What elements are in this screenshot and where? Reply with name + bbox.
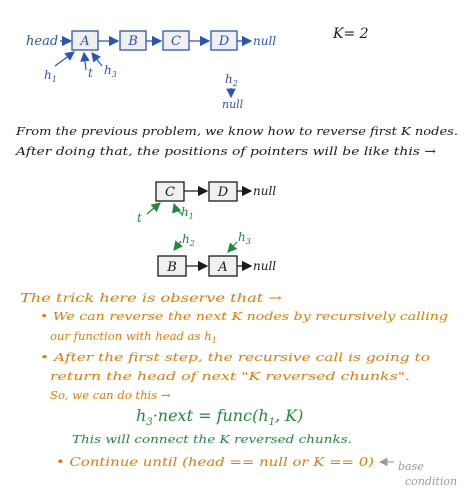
top-linked-list: head A B C D null h1 t h3 h2 null bbox=[26, 30, 276, 111]
h2-label: h2 bbox=[225, 72, 238, 88]
node-b-label: B bbox=[127, 34, 138, 49]
h3-label: h3 bbox=[104, 63, 117, 79]
low-h3-arrow bbox=[227, 241, 238, 253]
low-h2-arrow bbox=[173, 240, 183, 251]
node-d-label: D bbox=[218, 34, 230, 49]
t-arrow bbox=[80, 51, 90, 71]
low-null-label: null bbox=[253, 259, 276, 273]
paragraph-line-2: After doing that, the positions of point… bbox=[15, 144, 437, 158]
t-label: t bbox=[88, 66, 93, 80]
node-c-label: C bbox=[171, 34, 181, 49]
h1-label: h1 bbox=[44, 68, 57, 84]
mid-node-c-label: C bbox=[165, 185, 175, 200]
bullet-2-line-3: So, we can do this → bbox=[50, 388, 171, 402]
low-h3-label: h3 bbox=[238, 230, 251, 246]
bullet-3: • Continue until (head == null or K == 0… bbox=[56, 455, 374, 469]
null-label: null bbox=[253, 34, 276, 48]
middle-linked-list: C D null t h1 bbox=[137, 181, 276, 225]
low-node-b-label: B bbox=[166, 260, 177, 275]
connect-text: This will connect the K reversed chunks. bbox=[72, 432, 352, 446]
k-value: K= 2 bbox=[332, 26, 369, 42]
mid-t-label: t bbox=[137, 211, 142, 225]
formula: h3·next = func(h1, K) bbox=[136, 406, 303, 428]
head-label: head bbox=[26, 34, 58, 49]
h1-arrow bbox=[54, 51, 75, 67]
bullet-1-line-1: • We can reverse the next K nodes by rec… bbox=[40, 309, 448, 323]
mid-h1-label: h1 bbox=[181, 205, 194, 221]
mid-h1-arrow bbox=[172, 202, 183, 215]
bullet-2-line-1: • After the first step, the recursive ca… bbox=[40, 350, 430, 364]
lower-linked-list: h2 h3 B A null bbox=[157, 230, 276, 277]
condition-label: condition bbox=[405, 475, 457, 488]
mid-node-d-label: D bbox=[217, 185, 229, 200]
low-h2-label: h2 bbox=[182, 232, 195, 248]
bullet-2-line-2: return the head of next "K reversed chun… bbox=[50, 369, 410, 383]
low-node-a-label: A bbox=[217, 260, 227, 275]
node-a-label: A bbox=[79, 34, 89, 49]
mid-null-label: null bbox=[253, 184, 276, 198]
h3-arrow bbox=[91, 52, 103, 67]
h2-null-label: null bbox=[222, 98, 244, 111]
bullet-1-line-2: our function with head as h1 bbox=[50, 329, 217, 345]
paragraph-line-1: From the previous problem, we know how t… bbox=[15, 124, 458, 138]
base-label: base bbox=[398, 460, 424, 473]
trick-title: The trick here is observe that → bbox=[20, 290, 282, 305]
mid-t-arrow bbox=[146, 202, 161, 215]
